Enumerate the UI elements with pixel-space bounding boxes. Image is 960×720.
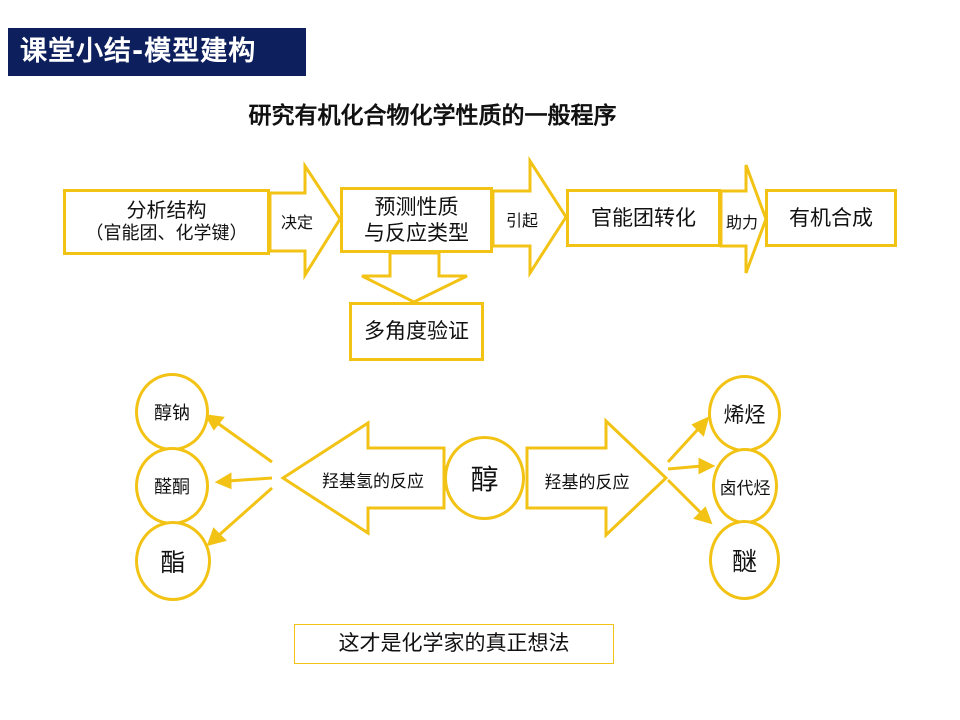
step-organic-synthesis: 有机合成: [765, 189, 897, 247]
step-predict-line2: 与反应类型: [364, 221, 469, 245]
small-arrow-left-mid: [214, 472, 232, 490]
step-synthesis-text: 有机合成: [789, 205, 873, 230]
small-arrow-right-mid: [698, 457, 716, 475]
small-arrow-right-top: [691, 416, 710, 437]
product-ether: 醚: [709, 520, 780, 600]
product-ether-text: 醚: [731, 547, 757, 576]
arrow-cause: [491, 155, 568, 279]
product-alkene: 烯烃: [708, 375, 781, 452]
small-arrow-right-bottom: [693, 506, 713, 525]
product-sodium-alkoxide-text: 醇钠: [154, 403, 190, 424]
product-ester: 酯: [135, 521, 211, 601]
arrow-decide-label: 决定: [280, 213, 313, 232]
small-arrow-left-bottom: [206, 527, 227, 547]
hydroxyl-reaction-label: 羟基的反应: [544, 473, 630, 493]
step-analyze-line1: 分析结构: [126, 198, 207, 223]
product-alkene-text: 烯烃: [723, 402, 766, 427]
arrow-assist: [719, 164, 768, 274]
step-verify: 多角度验证: [349, 302, 484, 361]
product-haloalkane-text: 卤代烃: [719, 478, 771, 499]
center-alcohol-text: 醇: [470, 463, 499, 496]
chemist-note: 这才是化学家的真正想法: [294, 624, 614, 664]
product-aldehyde-ketone: 醛酮: [135, 447, 209, 525]
product-aldehyde-ketone-text: 醛酮: [154, 477, 190, 498]
product-sodium-alkoxide: 醇钠: [135, 373, 209, 451]
arrow-hydroxyl-h: [280, 420, 446, 536]
step-analyze-line2: （官能团、化学键）: [85, 223, 248, 245]
hydroxyl-h-reaction-label: 羟基氢的反应: [322, 472, 424, 492]
arrow-down-verify: [361, 251, 468, 304]
arrow-decide: [268, 161, 342, 281]
arrow-hydroxyl: [525, 417, 669, 539]
step-predict-line1: 预测性质: [374, 194, 459, 219]
arrow-cause-label: 引起: [505, 211, 538, 230]
step-verify-text: 多角度验证: [364, 319, 469, 344]
product-ester-text: 酯: [160, 548, 186, 577]
step-analyze-structure: 分析结构 （官能团、化学键）: [63, 189, 270, 255]
center-alcohol: 醇: [444, 436, 525, 520]
page-heading: 研究有机化合物化学性质的一般程序: [248, 103, 617, 129]
arrow-assist-label: 助力: [725, 213, 758, 232]
step-functional-group-conversion: 官能团转化: [566, 189, 721, 247]
step-predict-properties: 预测性质 与反应类型: [340, 187, 493, 253]
product-haloalkane: 卤代烃: [712, 448, 778, 524]
slide-title: 课堂小结-模型建构: [8, 28, 306, 76]
small-arrow-left-top: [204, 414, 225, 431]
step-conversion-text: 官能团转化: [591, 205, 696, 230]
